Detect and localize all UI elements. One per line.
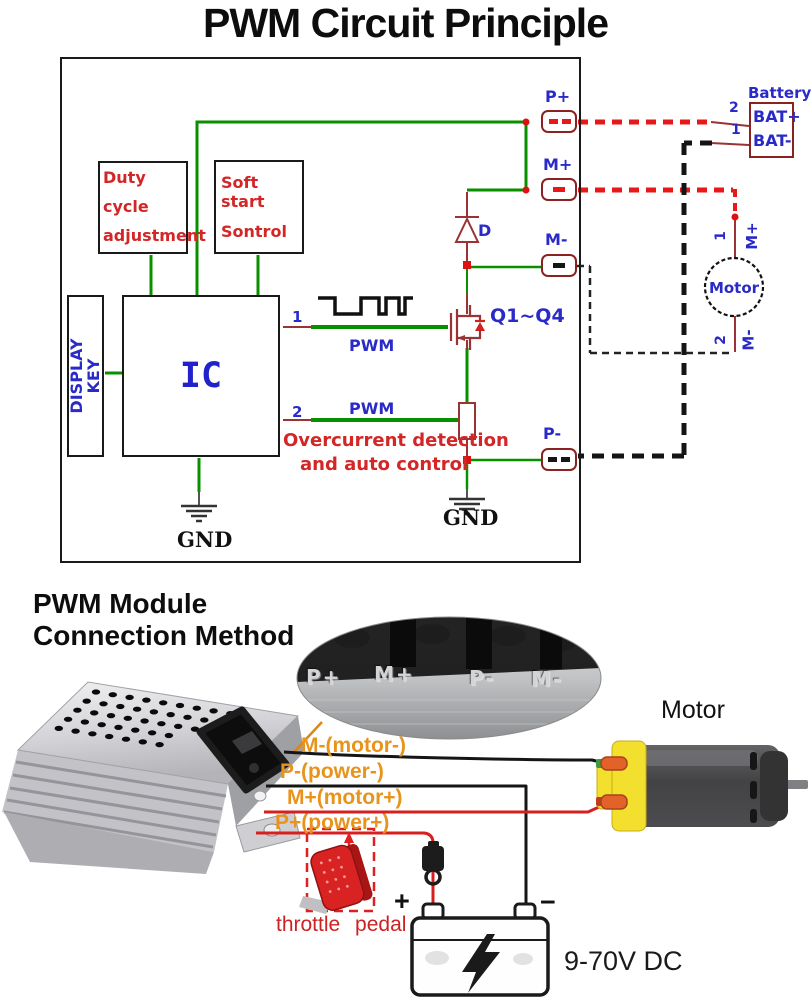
motor-photo-label: Motor	[661, 696, 725, 724]
gnd-left-label: GND	[177, 527, 233, 552]
battery-title: Battery	[748, 84, 811, 102]
bat-minus-label: BAT-	[753, 131, 792, 150]
inset-leader-line	[293, 721, 323, 753]
motor-pin2-name: M-	[739, 329, 758, 351]
throttle-pedal-photo	[299, 827, 376, 914]
stamped-p-plus: P+	[306, 665, 342, 689]
pwm-module-photo	[2, 681, 304, 874]
connection-heading-line2: Connection Method	[33, 619, 295, 651]
wire-label-m-minus: M-(motor-)	[301, 734, 406, 757]
vent-holes	[54, 689, 235, 748]
bat-plus-label: BAT+	[753, 107, 801, 126]
stamped-m-plus: M+	[374, 662, 415, 686]
wire-p-minus	[266, 784, 528, 904]
ic-block: IC	[122, 295, 280, 457]
connection-heading: PWM Module Connection Method	[33, 588, 294, 652]
soft-start-line1: Soft start	[221, 173, 265, 211]
battery-minus-sign: −	[540, 887, 556, 917]
gnd-symbol-right-icon	[449, 497, 485, 516]
fuse-holder-icon	[422, 841, 444, 886]
terminal-p-plus-label: P+	[545, 87, 571, 106]
schematic-canvas	[105, 110, 765, 523]
wire-m-minus	[283, 750, 609, 766]
throttle-arrow-icon	[344, 832, 354, 843]
mosfet-label: Q1~Q4	[490, 305, 565, 327]
connection-canvas	[2, 616, 808, 997]
terminal-closeup-inset	[293, 616, 602, 753]
battery-block	[749, 102, 794, 158]
stamped-p-minus: P-	[469, 666, 496, 690]
duty-cycle-block: Duty cycle adjustment	[98, 161, 206, 254]
terminal-m-plus-label: M+	[543, 155, 573, 174]
motor-photo	[596, 740, 808, 832]
battery-pin2-label: 2	[729, 100, 739, 116]
terminal-m-minus-label: M-	[545, 230, 568, 249]
terminal-p-minus-label: P-	[543, 424, 562, 443]
motor-symbol-label: Motor	[708, 279, 760, 297]
motor-pin2-num: 2	[712, 335, 729, 345]
overcurrent-line2: and auto control	[300, 454, 469, 475]
pwm2-label: PWM	[349, 399, 395, 418]
overcurrent-line1: Overcurrent detection	[283, 430, 509, 451]
junction-dots	[463, 118, 739, 464]
duty-cycle-line1: Duty cycle	[103, 168, 149, 217]
schematic-frame	[60, 57, 581, 563]
display-key-line2: KEY	[83, 358, 103, 394]
wire-label-p-minus: P-(power-)	[280, 760, 384, 783]
soft-start-line2: Sontrol	[221, 222, 287, 241]
component-leads	[283, 121, 750, 457]
display-key-block: DISPLAY KEY	[67, 295, 104, 457]
gnd-right-label: GND	[443, 505, 499, 530]
diode-label: D	[478, 221, 492, 240]
motor-symbol	[703, 256, 765, 318]
pwm-waveform-icon	[318, 296, 413, 316]
display-key-line1: DISPLAY	[66, 338, 86, 414]
ground-stubs	[198, 489, 468, 506]
throttle-dashed-box	[305, 827, 376, 913]
duty-cycle-line2: adjustment	[103, 225, 206, 245]
diode-icon	[454, 216, 480, 243]
page-title: PWM Circuit Principle	[203, 0, 609, 46]
connection-heading-line1: PWM Module	[33, 588, 208, 619]
lightning-bolt-icon	[462, 934, 500, 993]
voltage-label: 9-70V DC	[564, 946, 683, 976]
resistor-icon	[458, 402, 476, 440]
wire-label-p-plus: P+(power+)	[275, 811, 390, 834]
stamped-m-minus: M-	[531, 667, 564, 691]
battery-photo	[410, 902, 550, 997]
black-dashed-wire	[578, 140, 712, 459]
wire-label-m-plus: M+(motor+)	[287, 786, 403, 809]
terminal-dashes	[548, 119, 571, 462]
battery-plus-sign: +	[394, 886, 410, 916]
green-wires	[105, 120, 542, 492]
battery-pin1-label: 1	[731, 122, 741, 138]
mosfet-icon	[449, 305, 485, 350]
throttle-pedal-label: throttle pedal	[276, 913, 407, 936]
red-dashed-wires	[578, 119, 737, 216]
pwm1-label: PWM	[349, 336, 395, 355]
soft-start-block: Soft start Sontrol	[214, 160, 304, 254]
motor-pin1-name: M+	[742, 222, 761, 250]
motor-pin1-num: 1	[712, 231, 729, 241]
gnd-symbol-left-icon	[181, 504, 217, 523]
ic-pin2-label: 2	[292, 403, 303, 421]
ic-label: IC	[179, 356, 223, 396]
ic-pin1-label: 1	[292, 308, 303, 326]
